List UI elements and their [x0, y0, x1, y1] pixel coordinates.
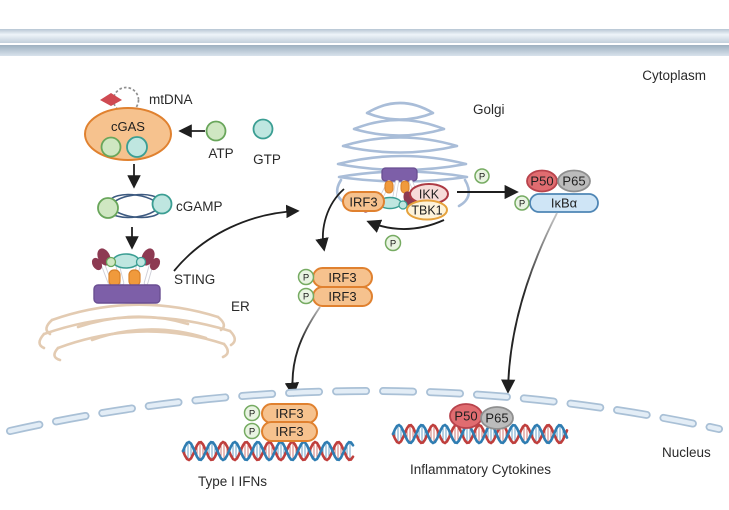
- tbk1-node: TBK1: [406, 199, 448, 221]
- p50-node: P50: [526, 169, 558, 193]
- nuclear-envelope: [6, 387, 723, 435]
- p65-label: P65: [562, 174, 585, 189]
- inflammatory-cytokines-label: Inflammatory Cytokines: [410, 462, 551, 477]
- svg-text:P: P: [303, 292, 309, 303]
- p65-node: P65: [557, 169, 591, 193]
- arrow-ikba-nucleus: [501, 212, 558, 394]
- dna-helix-cytokines: [391, 423, 569, 445]
- sting-label: STING: [174, 272, 215, 287]
- dna-helix-ifn: [181, 440, 355, 462]
- ikba-node: IκBα: [529, 193, 599, 213]
- phospho-badge-ikba: P: [514, 195, 530, 211]
- irf3-node-golgi: IRF3: [342, 191, 385, 212]
- ikba-label: IκBα: [551, 196, 578, 211]
- ikk-label: IKK: [419, 188, 440, 202]
- svg-text:IRF3: IRF3: [275, 424, 303, 439]
- svg-text:IRF3: IRF3: [328, 270, 356, 285]
- irf3-dimer-cytoplasm: IRF3 IRF3 P P: [297, 267, 373, 307]
- arrow-tbk1-irf3dimer: [315, 188, 345, 252]
- phospho-badge-feedback: P: [384, 234, 402, 252]
- cgas-node: cGAS: [84, 107, 172, 161]
- svg-text:IRF3: IRF3: [275, 406, 303, 421]
- tbk1-label: TBK1: [411, 204, 442, 218]
- type-i-ifns-label: Type I IFNs: [198, 474, 267, 489]
- svg-text:P50: P50: [454, 409, 477, 424]
- svg-text:P: P: [249, 427, 255, 438]
- p65-node-nucleus: P65: [480, 406, 514, 430]
- arrow-feedback-irf3: [366, 219, 445, 233]
- phospho-badge-nfkb-arrow: P: [474, 168, 490, 184]
- p50-node-nucleus: P50: [449, 403, 483, 429]
- svg-text:P: P: [303, 273, 309, 284]
- svg-text:P: P: [249, 409, 255, 420]
- er-organelle: [38, 303, 237, 362]
- golgi-organelle: [335, 101, 471, 208]
- irf3-label-golgi: IRF3: [349, 195, 377, 210]
- gtp-icon: [252, 118, 274, 140]
- ikk-node: IKK: [409, 183, 449, 205]
- svg-text:P: P: [479, 172, 485, 183]
- svg-text:P: P: [519, 199, 525, 210]
- golgi-label: Golgi: [473, 102, 505, 117]
- svg-text:P: P: [390, 239, 396, 250]
- atp-label: ATP: [208, 146, 233, 161]
- p50-label: P50: [530, 174, 553, 189]
- plasma-membrane: [0, 29, 729, 56]
- mtdna-label: mtDNA: [149, 92, 193, 107]
- sting-complex-er: [91, 248, 161, 304]
- arrow-sting-golgi: [173, 204, 300, 272]
- svg-text:IRF3: IRF3: [328, 289, 356, 304]
- atp-icon: [205, 120, 227, 142]
- cgamp-icon: [97, 193, 173, 219]
- arrow-irf3dimer-nucleus: [284, 306, 321, 397]
- er-label: ER: [231, 299, 250, 314]
- irf3-dimer-nucleus: IRF3 IRF3 P P: [243, 403, 318, 442]
- cgamp-label: cGAMP: [176, 199, 223, 214]
- svg-text:P65: P65: [485, 411, 508, 426]
- gtp-label: GTP: [253, 152, 281, 167]
- cgas-label: cGAS: [111, 119, 145, 134]
- nucleus-label: Nucleus: [662, 445, 711, 460]
- cytoplasm-label: Cytoplasm: [642, 68, 706, 83]
